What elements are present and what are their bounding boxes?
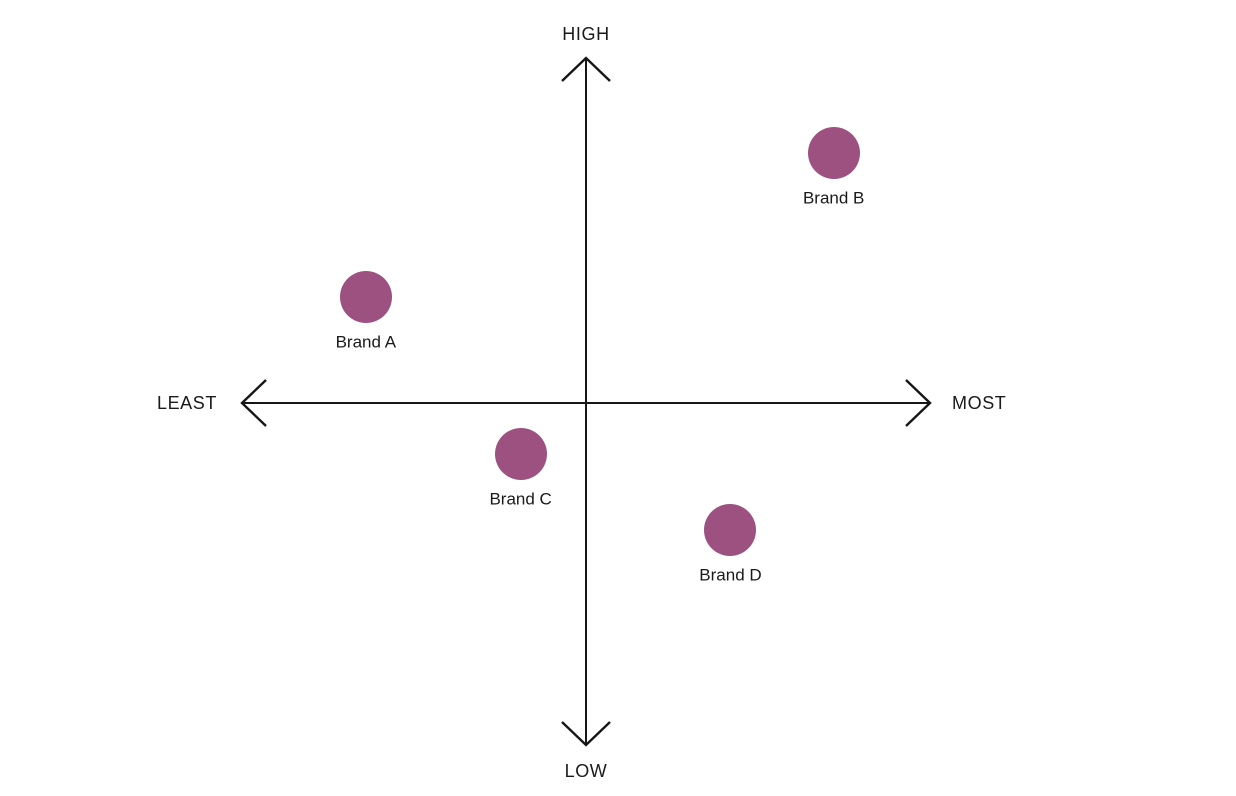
arrowhead-left-icon bbox=[240, 379, 267, 427]
point-label-brand-d: Brand D bbox=[699, 565, 762, 585]
y-axis-bottom-label: LOW bbox=[564, 761, 608, 781]
point-label-brand-b: Brand B bbox=[802, 188, 865, 208]
x-axis-left-label: LEAST bbox=[156, 393, 217, 413]
arrowhead-up-icon bbox=[561, 56, 611, 82]
point-label-brand-c: Brand C bbox=[489, 489, 552, 509]
point-label-brand-a: Brand A bbox=[335, 332, 397, 352]
y-axis-top-label: HIGH bbox=[562, 24, 610, 44]
point-brand-a bbox=[339, 270, 392, 323]
point-brand-d bbox=[704, 503, 757, 556]
point-brand-b bbox=[807, 126, 860, 179]
point-brand-c bbox=[494, 428, 547, 481]
arrowhead-down-icon bbox=[561, 721, 611, 747]
arrowhead-right-icon bbox=[905, 379, 932, 427]
x-axis-right-label: MOST bbox=[952, 393, 1007, 413]
